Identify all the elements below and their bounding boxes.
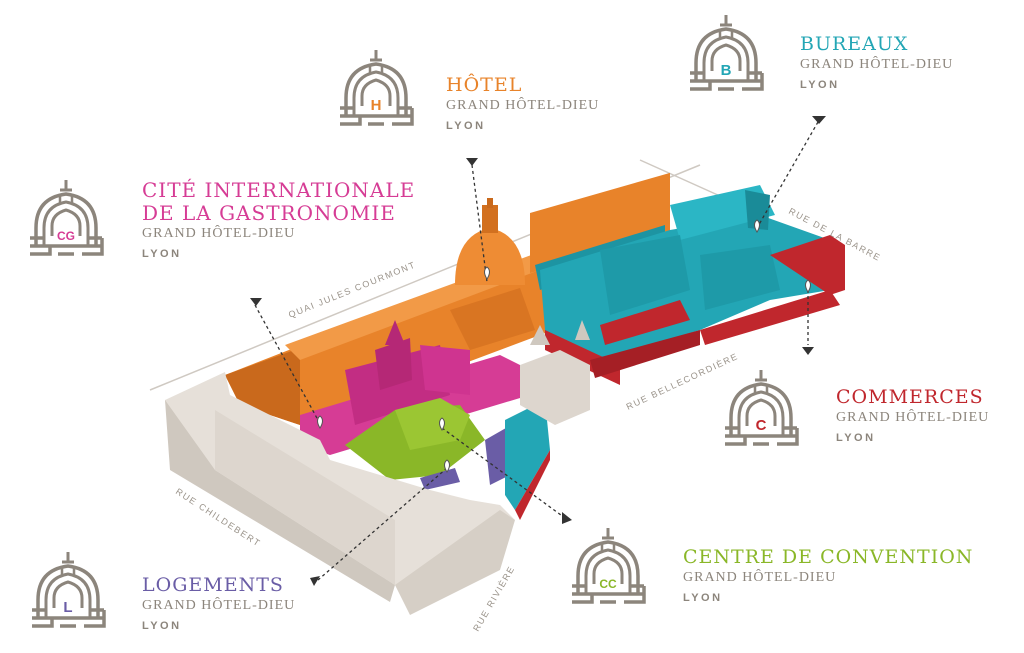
gastronomie-subtitle: GRAND HÔTEL-DIEU bbox=[142, 226, 296, 241]
logements-subtitle: GRAND HÔTEL-DIEU bbox=[142, 597, 296, 613]
hotel-wing bbox=[225, 172, 670, 425]
commerces-label: COMMERCES GRAND HÔTEL-DIEU LYON bbox=[836, 386, 990, 444]
logements-emblem-icon: L bbox=[30, 550, 106, 628]
hotel-subtitle: GRAND HÔTEL-DIEU bbox=[446, 97, 600, 113]
gastronomie-pin-icon bbox=[317, 415, 323, 429]
hotel-emblem-icon: H bbox=[338, 48, 414, 126]
bureaux-emblem-icon: B bbox=[688, 13, 764, 91]
svg-text:C: C bbox=[756, 417, 767, 434]
svg-text:H: H bbox=[371, 97, 382, 114]
bureaux-title: BUREAUX bbox=[800, 33, 909, 55]
commerces-arrow-icon bbox=[802, 347, 814, 355]
bureaux-arrow-icon bbox=[812, 116, 826, 124]
bureaux-leader-line bbox=[756, 121, 819, 229]
bureaux-pin-icon bbox=[754, 219, 760, 233]
gastronomie-title-line2: DE LA GASTRONOMIE bbox=[142, 201, 396, 225]
commerces-subtitle: GRAND HÔTEL-DIEU bbox=[836, 409, 990, 425]
svg-text:CG: CG bbox=[57, 229, 75, 243]
hotel-pin-icon bbox=[484, 266, 490, 280]
commerces-emblem-icon: C bbox=[723, 368, 799, 446]
commerces-city: LYON bbox=[836, 431, 876, 444]
svg-text:CC: CC bbox=[599, 577, 617, 591]
logements-city: LYON bbox=[142, 619, 182, 632]
bureaux-city: LYON bbox=[800, 78, 840, 91]
hotel-city: LYON bbox=[446, 119, 486, 132]
gastronomie-leader-line bbox=[254, 304, 319, 421]
convention-title: CENTRE DE CONVENTION bbox=[683, 546, 974, 568]
commerces-pin-icon bbox=[805, 279, 811, 293]
stone-wing bbox=[165, 320, 590, 615]
hotel-leader-line bbox=[471, 164, 488, 283]
bureaux-wing bbox=[535, 185, 845, 385]
svg-text:L: L bbox=[63, 599, 72, 616]
logements-leader-line bbox=[317, 467, 448, 581]
convention-arrow-icon bbox=[562, 512, 572, 524]
convention-label: CENTRE DE CONVENTION GRAND HÔTEL-DIEU LY… bbox=[683, 546, 974, 604]
commerces-title: COMMERCES bbox=[836, 386, 984, 408]
gastronomie-city: LYON bbox=[142, 247, 182, 260]
hotel-arrow-icon bbox=[466, 158, 478, 166]
logements-arrow-icon bbox=[310, 576, 320, 586]
convention-city: LYON bbox=[683, 591, 723, 604]
bureaux-label: BUREAUX GRAND HÔTEL-DIEU LYON bbox=[800, 33, 954, 91]
logements-label: LOGEMENTS GRAND HÔTEL-DIEU LYON bbox=[142, 574, 296, 632]
logements-pin-icon bbox=[444, 459, 450, 473]
convention-subtitle: GRAND HÔTEL-DIEU bbox=[683, 569, 837, 585]
convention-wing bbox=[345, 398, 485, 480]
bureaux-subtitle: GRAND HÔTEL-DIEU bbox=[800, 56, 954, 72]
hotel-title: HÔTEL bbox=[446, 74, 523, 96]
gastronomie-arrow-icon bbox=[250, 298, 262, 306]
gastronomie-emblem-icon: CG bbox=[28, 178, 104, 256]
convention-pin-icon bbox=[439, 417, 445, 431]
convention-leader-line bbox=[441, 427, 566, 519]
logements-title: LOGEMENTS bbox=[142, 574, 284, 596]
hotel-label: HÔTEL GRAND HÔTEL-DIEU LYON bbox=[446, 74, 600, 132]
svg-text:B: B bbox=[721, 62, 732, 79]
gastronomie-label: CITÉ INTERNATIONALE DE LA GASTRONOMIE GR… bbox=[142, 180, 415, 260]
gastronomie-title-line1: CITÉ INTERNATIONALE bbox=[142, 178, 416, 202]
convention-emblem-icon: CC bbox=[570, 526, 646, 604]
